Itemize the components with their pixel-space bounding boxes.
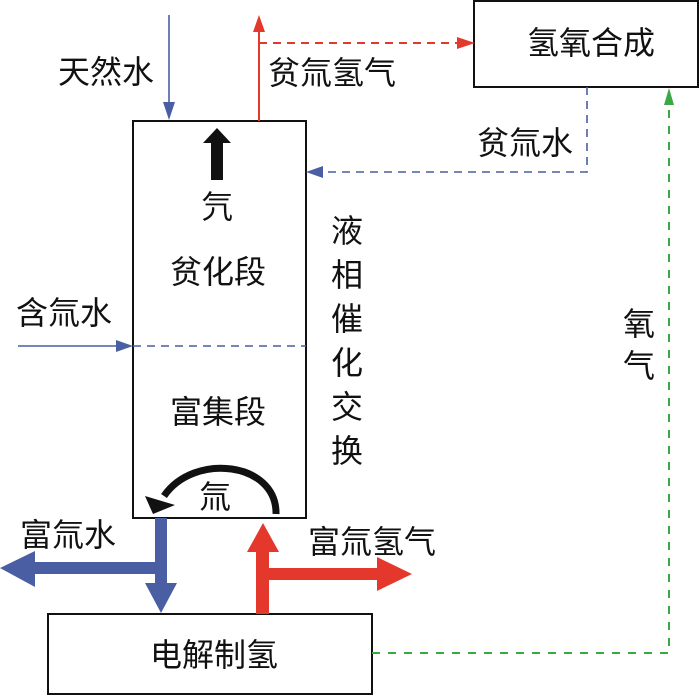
- enriched-hydrogen-label: 富氚氢气: [308, 523, 437, 561]
- tritiated-water-feed-arrow: [18, 340, 306, 352]
- enriched-hydrogen-horizontal-shaft: [256, 568, 378, 580]
- depleted-water-arrowhead-icon: [306, 166, 323, 178]
- depleted-hydrogen-label: 贫氚氢气: [268, 54, 397, 92]
- enriched-water-down-arrowhead-icon: [145, 583, 177, 613]
- electrolysis-label: 电解制氢: [150, 636, 279, 674]
- depleted-water-label: 贫氚水: [477, 124, 574, 162]
- enriched-hydrogen-arrow: [247, 523, 412, 614]
- oxygen-line: [372, 104, 670, 654]
- process-name-vertical-label: 液相催化交换: [326, 214, 364, 478]
- depleted-water-return-line: [322, 87, 588, 173]
- enriched-water-label: 富氚水: [20, 516, 117, 554]
- enriched-hydrogen-vertical-shaft: [256, 551, 269, 614]
- tritium-curve-path: [161, 464, 280, 515]
- protium-arrowhead-icon: [203, 128, 231, 143]
- hydrogen-oxygen-synthesis-label: 氢氧合成: [527, 24, 656, 62]
- hydrogen-to-synthesis-arrowhead-icon: [457, 37, 475, 49]
- protium-label: 氕: [201, 188, 234, 226]
- oxygen-arrowhead-icon: [664, 88, 674, 105]
- oxygen-arrow: [372, 88, 674, 654]
- protium-arrow-shaft: [211, 142, 223, 180]
- tritiated-water-arrowhead-icon: [116, 340, 133, 352]
- tritiated-water-label: 含氚水: [16, 294, 113, 332]
- electrolysis-box: [47, 613, 373, 695]
- tritium-curved-arrow-icon: [145, 464, 280, 515]
- depletion-section-label: 贫化段: [170, 253, 267, 291]
- enrichment-section-label: 富集段: [170, 393, 267, 431]
- enriched-water-left-arrowhead-icon: [0, 551, 35, 587]
- tritium-curve-arrowhead-icon: [145, 496, 175, 514]
- natural-water-arrowhead-icon: [163, 102, 175, 120]
- hydrogen-oxygen-synthesis-box: [473, 0, 699, 88]
- protium-up-arrow-icon: [203, 128, 231, 180]
- oxygen-vertical-label: 氧气: [618, 307, 656, 391]
- natural-water-label: 天然水: [58, 53, 155, 91]
- enriched-hydrogen-up-arrowhead-icon: [247, 523, 279, 552]
- hydrogen-to-synthesis-arrow: [259, 37, 475, 49]
- enriched-hydrogen-right-arrowhead-icon: [377, 557, 412, 591]
- enriched-water-vertical-shaft: [155, 518, 167, 584]
- tritium-label: 氚: [199, 478, 232, 516]
- natural-water-arrow: [163, 15, 175, 120]
- enriched-water-horizontal-shaft: [34, 562, 167, 574]
- depleted-water-return-arrow: [306, 87, 588, 178]
- enriched-water-arrow: [0, 518, 177, 613]
- depleted-hydrogen-arrow: [253, 15, 265, 121]
- depleted-hydrogen-arrowhead-icon: [253, 15, 265, 32]
- lpce-column-box: [132, 120, 307, 519]
